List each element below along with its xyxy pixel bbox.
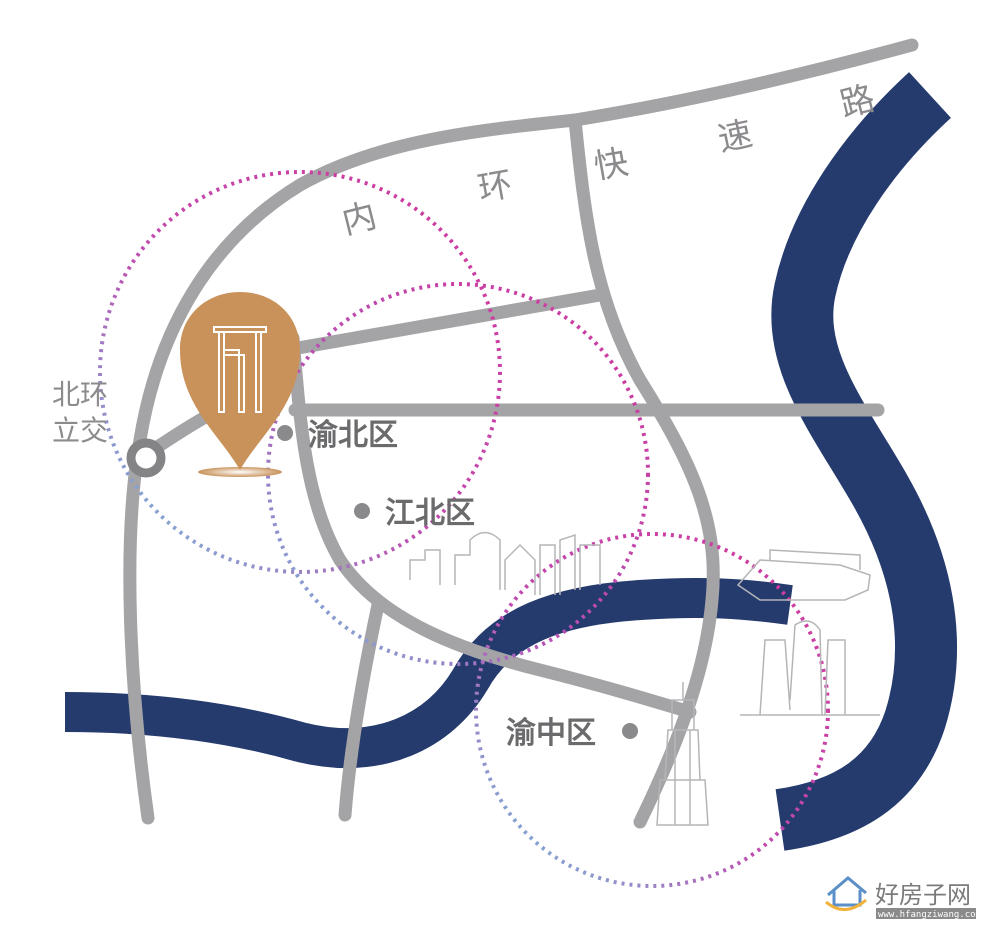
watermark-house-icon: [827, 876, 867, 907]
watermark-name: 好房子网: [875, 881, 971, 909]
road-south: [338, 598, 385, 822]
river: [64, 72, 958, 851]
skyline-jiangbei: [409, 531, 601, 595]
river-left-branch: [64, 577, 793, 769]
roads: [123, 38, 919, 829]
district-label-jiangbei: 江北区: [385, 496, 475, 531]
road-label-char: 速: [714, 114, 756, 160]
jiangbei-dot: [354, 503, 370, 519]
interchange-label-line2: 立交: [52, 414, 108, 447]
watermark: 好房子网 www.hfangziwang.com: [825, 876, 981, 920]
skyline-chaotianmen: [736, 549, 880, 716]
roundabout-icon: [126, 438, 166, 478]
pin-shadow: [198, 467, 282, 477]
interchange-label-line1: 北环: [52, 378, 108, 411]
brand-logo-icon: [213, 326, 267, 413]
yubei-dot: [277, 425, 293, 441]
coverage-ring-1: [98, 170, 502, 574]
road-label-char: 内: [338, 196, 381, 243]
road-labels: 内 环 快 速 路: [338, 78, 879, 242]
district-label-yuzhong: 渝中区: [506, 716, 596, 751]
road-label-char: 快: [591, 142, 631, 187]
skyline-tower: [656, 682, 709, 826]
road-label-char: 路: [836, 78, 879, 125]
inner-ring-expressway: [123, 38, 919, 825]
coverage-ring-3: [474, 532, 830, 888]
coverage-rings: [98, 170, 830, 888]
project-location-pin[interactable]: [180, 292, 300, 477]
watermark-url: www.hfangziwang.com: [878, 910, 981, 920]
road-north: [291, 288, 607, 355]
road-label-char: 环: [475, 164, 515, 209]
coverage-ring-2: [266, 282, 650, 666]
river-right-branch: [771, 72, 958, 851]
district-label-yubei: 渝北区: [308, 418, 398, 453]
yuzhong-dot: [622, 723, 638, 739]
road-central: [286, 331, 697, 719]
